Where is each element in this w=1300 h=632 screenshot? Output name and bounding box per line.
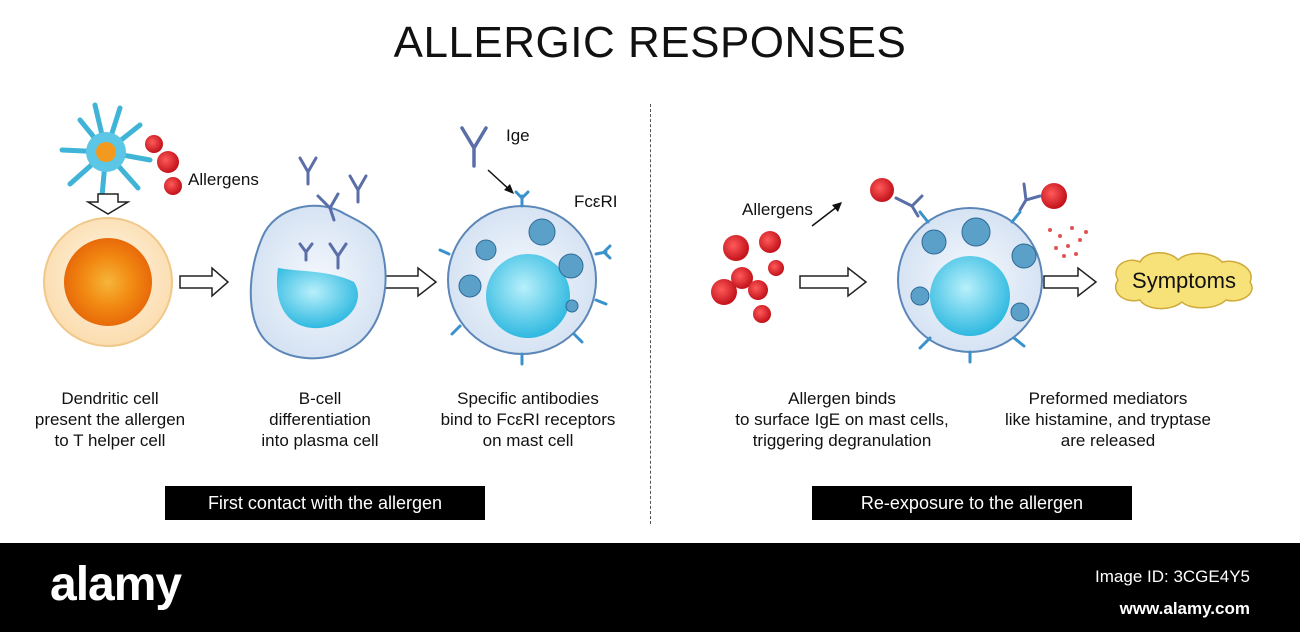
t-helper-cell-icon bbox=[43, 217, 173, 347]
caption-antibodies: Specific antibodies bind to FcεRI recept… bbox=[428, 388, 628, 451]
caption-dendritic: Dendritic cell present the allergen to T… bbox=[30, 388, 190, 451]
caption-mediators-line-1: Preformed mediators bbox=[1028, 389, 1188, 408]
caption-binds-line-2: to surface IgE on mast cells, bbox=[735, 410, 949, 429]
b-cell-icon bbox=[249, 156, 387, 360]
banner-reexposure: Re-exposure to the allergen bbox=[812, 486, 1132, 520]
caption-bcell-line-1: B-cell bbox=[298, 389, 342, 408]
symptoms-label: Symptoms bbox=[1132, 268, 1236, 293]
caption-mediators-line-2: like histamine, and tryptase bbox=[1005, 410, 1211, 429]
mast-cell-icon-1 bbox=[438, 190, 612, 366]
mast-cell-icon-2 bbox=[870, 178, 1088, 364]
right-arrow-icon-2 bbox=[383, 266, 438, 298]
right-arrow-icon-3 bbox=[799, 266, 868, 298]
allergen-arrow-line bbox=[811, 205, 839, 227]
ige-antibody-icon bbox=[460, 126, 488, 168]
caption-bcell-line-2: differentiation bbox=[269, 410, 371, 429]
allergen-icons-left bbox=[145, 135, 182, 195]
caption-binds-line-3: triggering degranulation bbox=[752, 431, 932, 450]
symptoms-cloud-icon bbox=[1115, 252, 1253, 310]
caption-antibodies-line-3: on mast cell bbox=[482, 431, 574, 450]
caption-dendritic-line-3: to T helper cell bbox=[54, 431, 166, 450]
diagram-graphics bbox=[43, 102, 1253, 366]
alamy-logo: alamy bbox=[50, 558, 182, 611]
ige-label: Ige bbox=[506, 126, 530, 145]
caption-dendritic-line-2: present the allergen bbox=[34, 410, 186, 429]
right-arrow-icon-1 bbox=[179, 266, 230, 298]
caption-antibodies-line-2: bind to FcεRI receptors bbox=[440, 410, 616, 429]
down-arrow-icon bbox=[85, 193, 131, 215]
allergens-label-left: Allergens bbox=[188, 170, 259, 189]
fceri-label: FcεRI bbox=[574, 192, 618, 211]
caption-binds: Allergen binds to surface IgE on mast ce… bbox=[722, 388, 962, 451]
caption-binds-line-1: Allergen binds bbox=[788, 389, 896, 408]
caption-dendritic-line-1: Dendritic cell bbox=[61, 389, 159, 408]
diagram-title: ALLERGIC RESPONSES bbox=[393, 18, 907, 67]
caption-mediators-line-3: are released bbox=[1060, 431, 1156, 450]
dendritic-cell-icon bbox=[59, 102, 153, 199]
allergens-label-right: Allergens bbox=[742, 200, 813, 219]
caption-mediators: Preformed mediators like histamine, and … bbox=[990, 388, 1226, 451]
banner-first-contact: First contact with the allergen bbox=[165, 486, 485, 520]
diagram-canvas: ALLERGIC RESPONSES bbox=[30, 18, 1253, 524]
caption-bcell: B-cell differentiation into plasma cell bbox=[250, 388, 390, 451]
caption-antibodies-line-1: Specific antibodies bbox=[457, 389, 599, 408]
site-link[interactable]: www.alamy.com bbox=[1119, 599, 1250, 618]
arrowhead-icon bbox=[504, 184, 514, 194]
caption-bcell-line-3: into plasma cell bbox=[261, 431, 379, 450]
section-divider bbox=[650, 104, 651, 524]
arrowhead-icon-2 bbox=[832, 202, 842, 212]
allergen-icons-cluster bbox=[711, 231, 784, 323]
image-id-text: Image ID: 3CGE4Y5 bbox=[1095, 567, 1250, 586]
right-arrow-icon-4 bbox=[1043, 266, 1098, 298]
footer-bar: alamy Image ID: 3CGE4Y5 www.alamy.com bbox=[0, 543, 1300, 632]
